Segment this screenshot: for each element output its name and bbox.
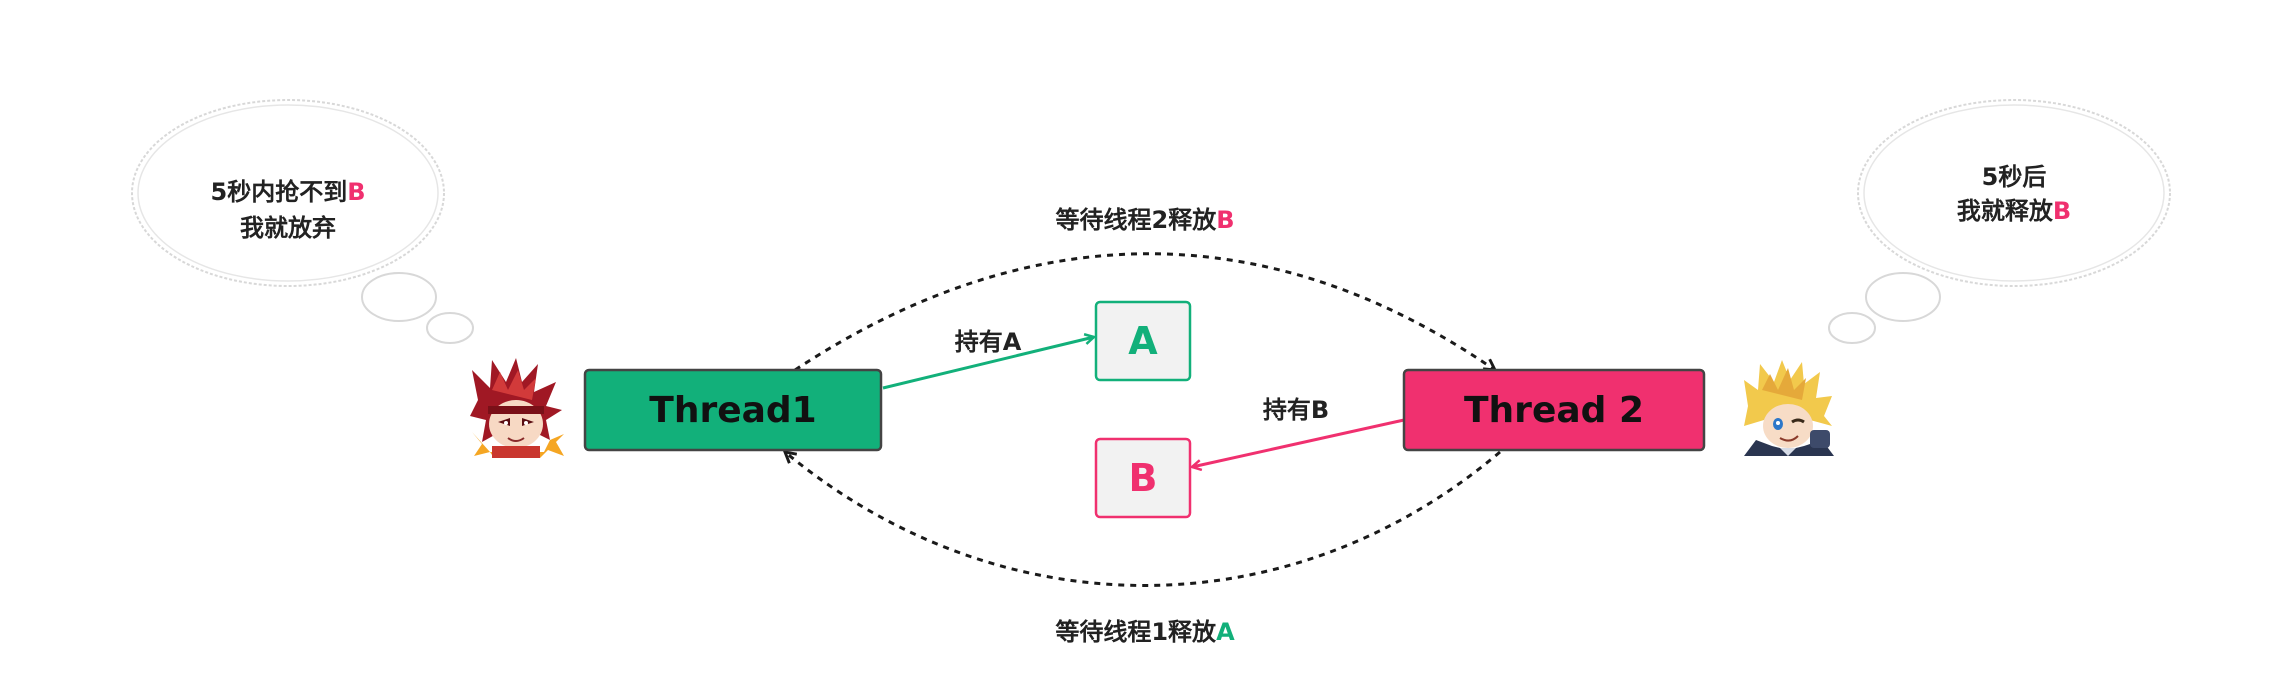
wait-label-bottom: 等待线程1释放A [1055, 618, 1235, 646]
resource-a-label: A [1128, 319, 1158, 363]
thought-cloud-left: 5秒内抢不到B 我就放弃 [131, 99, 474, 344]
resource-a-node: A [1094, 300, 1192, 382]
resource-b-label: B [1129, 456, 1158, 500]
thread2-label: Thread 2 [1464, 390, 1644, 431]
wait-label-top: 等待线程2释放B [1056, 206, 1235, 234]
resource-b-node: B [1094, 437, 1192, 519]
thought-right-line1: 5秒后 [1982, 163, 2047, 191]
thought-right-line2: 我就释放B [1957, 197, 2071, 225]
hold-label-a: 持有A [955, 328, 1022, 356]
hold-label-b: 持有B [1263, 396, 1329, 424]
thread1-label: Thread1 [649, 390, 816, 431]
thought-left-line2: 我就放弃 [240, 214, 336, 242]
thread2-node: Thread 2 [1402, 368, 1706, 452]
wait-arc-bottom [785, 452, 1501, 587]
thought-cloud-right: 5秒后 我就释放B [1828, 99, 2171, 344]
hold-arrow-b [1192, 418, 1405, 467]
blonde-hero-avatar-icon [1744, 360, 1834, 456]
thread1-node: Thread1 [583, 368, 883, 452]
hold-arrow-a [882, 337, 1094, 390]
thought-left-line1: 5秒内抢不到B [211, 178, 366, 206]
red-haired-warrior-avatar-icon [470, 358, 564, 458]
wait-arc-top [794, 252, 1495, 370]
